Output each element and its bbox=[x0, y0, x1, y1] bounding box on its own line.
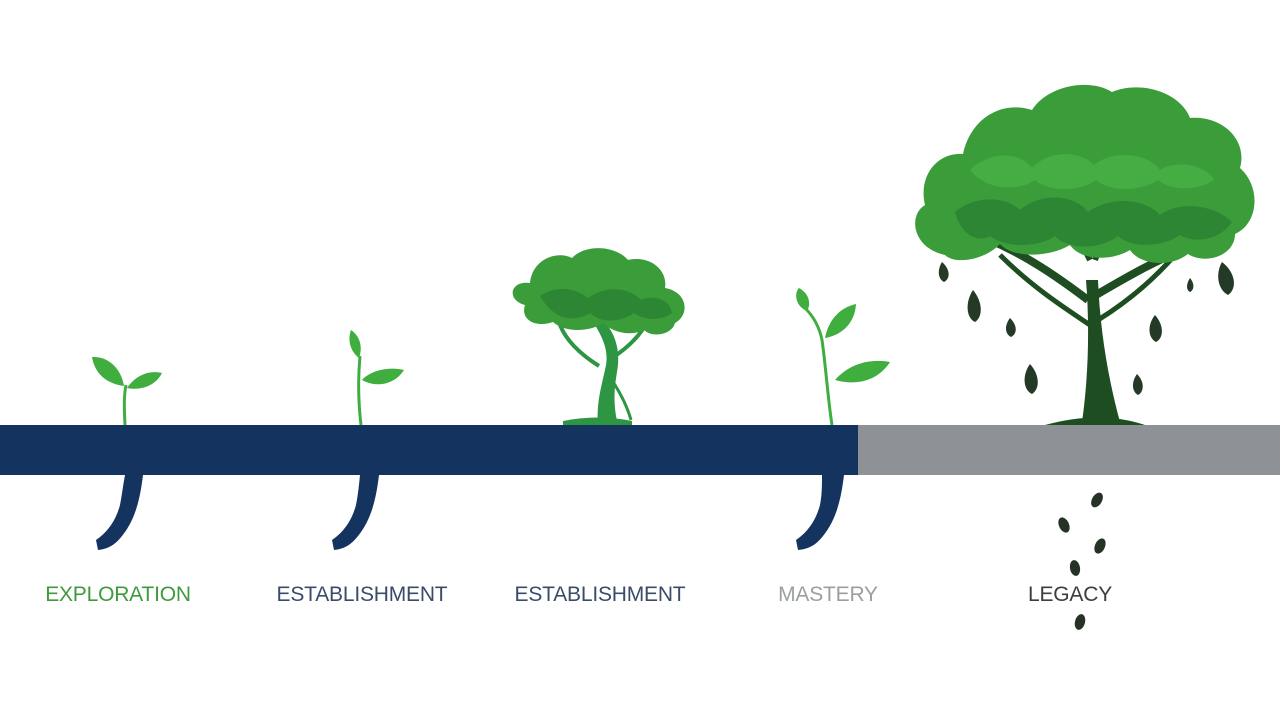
falling-seeds-icon bbox=[938, 262, 1234, 630]
stage-label-establishment-1: ESTABLISHMENT bbox=[276, 583, 448, 606]
seedling-icon bbox=[92, 356, 162, 426]
young-tree-icon bbox=[512, 248, 685, 427]
timeline-active-bar bbox=[0, 425, 858, 475]
stage-label-establishment-2: ESTABLISHMENT bbox=[514, 583, 686, 606]
sprout-icon bbox=[796, 288, 890, 426]
mature-tree-icon bbox=[915, 84, 1255, 425]
timeline-hooks bbox=[96, 475, 844, 550]
stage-label-mastery: MASTERY bbox=[778, 583, 878, 606]
stage-label-exploration: EXPLORATION bbox=[45, 583, 191, 606]
timeline-hook bbox=[96, 475, 143, 550]
timeline-hook bbox=[332, 475, 379, 550]
timeline-future-bar bbox=[858, 425, 1280, 475]
sprout-icon bbox=[349, 330, 404, 426]
timeline-hook bbox=[796, 475, 844, 550]
stage-label-legacy: LEGACY bbox=[1028, 583, 1112, 606]
